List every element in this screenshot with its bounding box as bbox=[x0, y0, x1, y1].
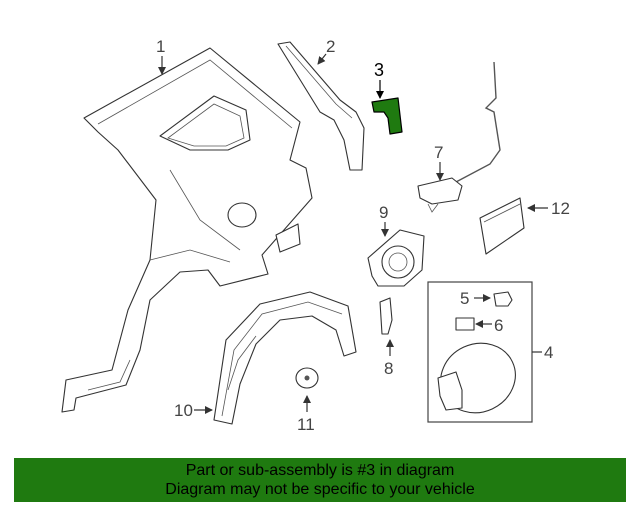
callout-4: 4 bbox=[544, 343, 553, 362]
pad-part-6 bbox=[455, 317, 475, 331]
release-cable-part-7[interactable] bbox=[417, 61, 501, 213]
callout-2: 2 bbox=[326, 37, 335, 56]
banner-line-1: Part or sub-assembly is #3 in diagram bbox=[185, 462, 455, 479]
cap-part-5 bbox=[493, 291, 513, 307]
bracket-part-3-highlighted[interactable] bbox=[371, 97, 403, 135]
callout-10: 10 bbox=[174, 401, 193, 420]
callout-12: 12 bbox=[551, 199, 570, 218]
callout-6: 6 bbox=[494, 316, 503, 335]
info-banner: Part or sub-assembly is #3 in diagram Di… bbox=[14, 458, 626, 502]
clip-part-8[interactable] bbox=[379, 297, 393, 335]
label-plate-part-12[interactable] bbox=[479, 197, 525, 255]
callout-9: 9 bbox=[379, 203, 388, 222]
callout-11: 11 bbox=[297, 415, 315, 434]
callout-5: 5 bbox=[460, 289, 469, 308]
pillar-reinforcement-part-2[interactable] bbox=[277, 41, 365, 171]
callout-1: 1 bbox=[156, 37, 165, 56]
callout-8: 8 bbox=[384, 359, 393, 378]
fuel-door-assembly-part-4[interactable] bbox=[427, 281, 533, 425]
grommet-part-11[interactable] bbox=[295, 367, 319, 389]
filler-housing-part-9[interactable] bbox=[367, 229, 425, 287]
banner-line-2: Diagram may not be specific to your vehi… bbox=[165, 481, 475, 498]
quarter-panel-part-1[interactable] bbox=[61, 47, 313, 413]
wheelhouse-liner-part-10[interactable] bbox=[213, 291, 357, 425]
callout-3: 3 bbox=[374, 60, 384, 80]
callout-7: 7 bbox=[434, 143, 443, 162]
